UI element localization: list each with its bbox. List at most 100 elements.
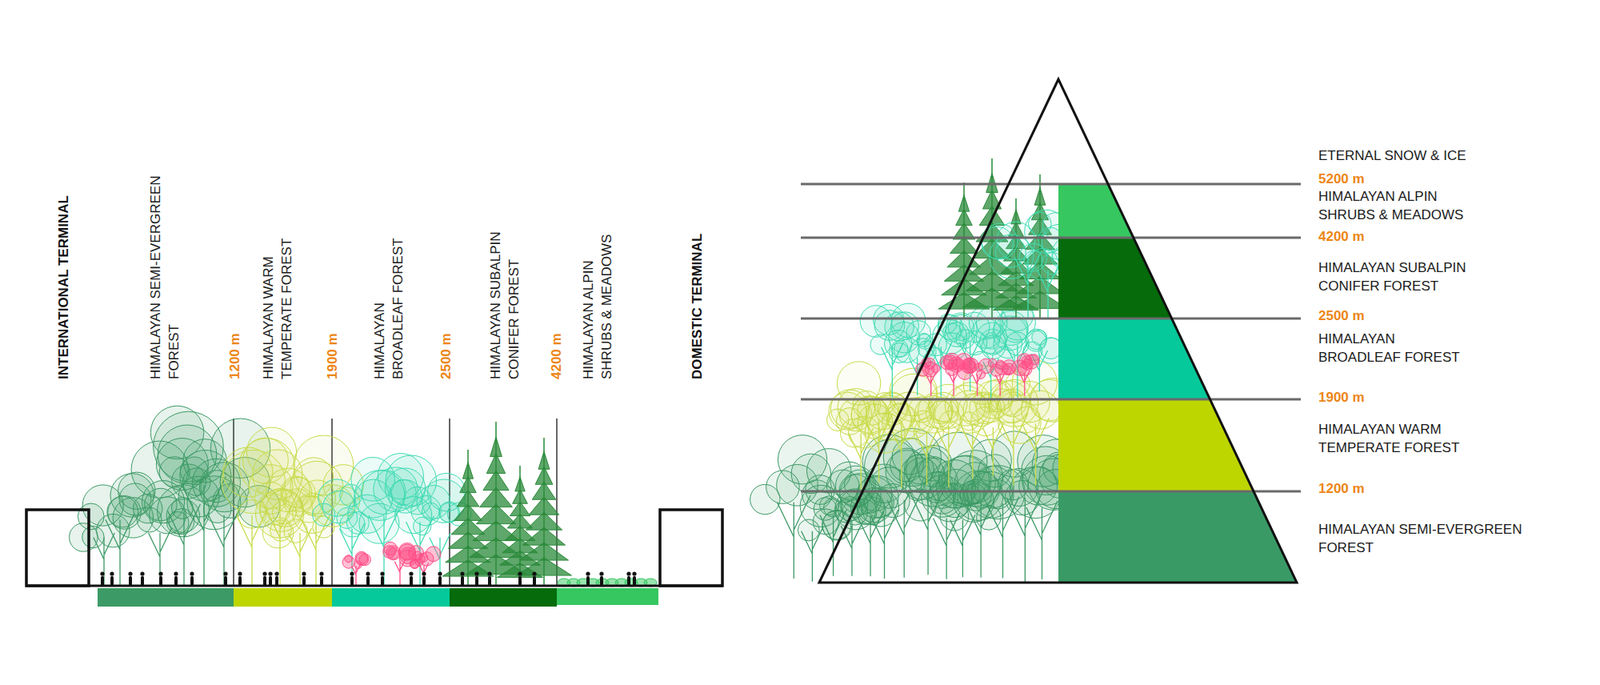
altitude-line [800,183,1301,186]
conifer-band [1058,237,1172,319]
conifer-tier [958,195,969,212]
person-body [268,576,272,586]
person [189,571,194,586]
person-body [174,576,178,586]
person-body [475,576,479,586]
person-head [599,571,604,576]
tree-canopy [937,314,957,334]
terminal-box [660,509,723,586]
person [408,571,413,586]
person-head [262,571,267,576]
person [460,571,464,586]
tree-canopy [411,495,441,525]
person-head [421,571,426,576]
person-body [320,576,324,586]
altitude-label: 2500 m [436,332,456,380]
person-body [159,576,163,586]
tree [342,551,371,586]
tree [916,357,940,396]
person [632,571,636,586]
person [626,571,631,586]
person-head [158,571,163,576]
tree-canopy [410,560,419,568]
tree-canopy [1000,468,1038,506]
person [437,571,442,586]
person-body [409,576,413,586]
altitude-label: 1900 m [1318,388,1365,407]
alpine-strip [556,588,659,605]
altitude-label: 1200 m [1318,479,1365,498]
person-head [437,571,442,576]
person-body [263,576,267,586]
person-body [586,576,590,586]
person [262,571,267,586]
zone-label: HIMALAYAN BROADLEAF FOREST [370,227,408,380]
person-head [365,571,370,576]
ground-strips [97,588,659,607]
person [268,571,272,586]
pyramid-bands [1058,184,1297,583]
terminal-label: DOMESTIC TERMINAL [688,233,707,380]
tree-canopy [963,360,976,374]
tree-canopy [911,410,935,434]
person [365,571,370,586]
person-head [301,571,306,576]
tree-canopy [384,541,398,556]
terminal-label: INTERNATIONAL TERMINAL [54,195,73,380]
broadleaf-band [1058,318,1210,400]
zone-label: ETERNAL SNOW & ICE [1318,146,1467,165]
tree [1023,328,1065,392]
person-head [349,571,354,576]
person-head [487,571,492,576]
altitude-label: 2500 m [1318,306,1365,325]
person-head [319,571,324,576]
person-head [128,571,132,576]
person-body [366,576,370,586]
tree [408,545,441,586]
tree-canopy [870,334,891,355]
person [585,571,590,586]
people [100,571,636,586]
zone-dividers [233,418,557,586]
person [599,571,604,586]
altitude-line [800,236,1301,240]
pyramid-outline [819,79,1297,583]
zone-label: HIMALAYAN ALPIN SHRUBS & MEADOWS [579,219,616,380]
tree-canopy [891,340,908,357]
alpine-band [1058,184,1134,238]
person [487,571,492,586]
tree [1012,353,1040,396]
person [173,571,178,586]
altitude-line [800,490,1301,493]
zone-label: HIMALAYAN WARM TEMPERATE FOREST [1318,420,1479,457]
person [237,571,242,586]
person-head [626,571,631,576]
person-body [600,576,604,586]
zone-label: HIMALAYAN SUBALPIN CONIFER FOREST [1318,258,1479,296]
person [128,571,132,586]
person [301,571,306,586]
person-head [223,571,228,576]
person [100,571,104,586]
tree-canopy [860,305,892,338]
person-head [408,571,413,576]
tree-canopy [766,470,800,504]
tree-canopy [420,552,434,566]
altitude-label: 4200 m [1318,227,1365,246]
tree-canopy [995,361,1008,375]
person [380,571,384,586]
divider-line [556,418,558,586]
person-body [190,576,194,586]
altitude-line [800,398,1301,401]
person-head [100,571,104,576]
person [517,571,522,586]
person-body [100,576,104,586]
person-body [422,576,426,586]
person [532,571,536,586]
person-head [380,571,384,576]
altitude-label: 5200 m [1318,169,1365,188]
tree-canopy [96,513,130,547]
warm-temperate-strip [233,588,332,607]
person-body [238,576,242,586]
person-body [380,576,384,586]
